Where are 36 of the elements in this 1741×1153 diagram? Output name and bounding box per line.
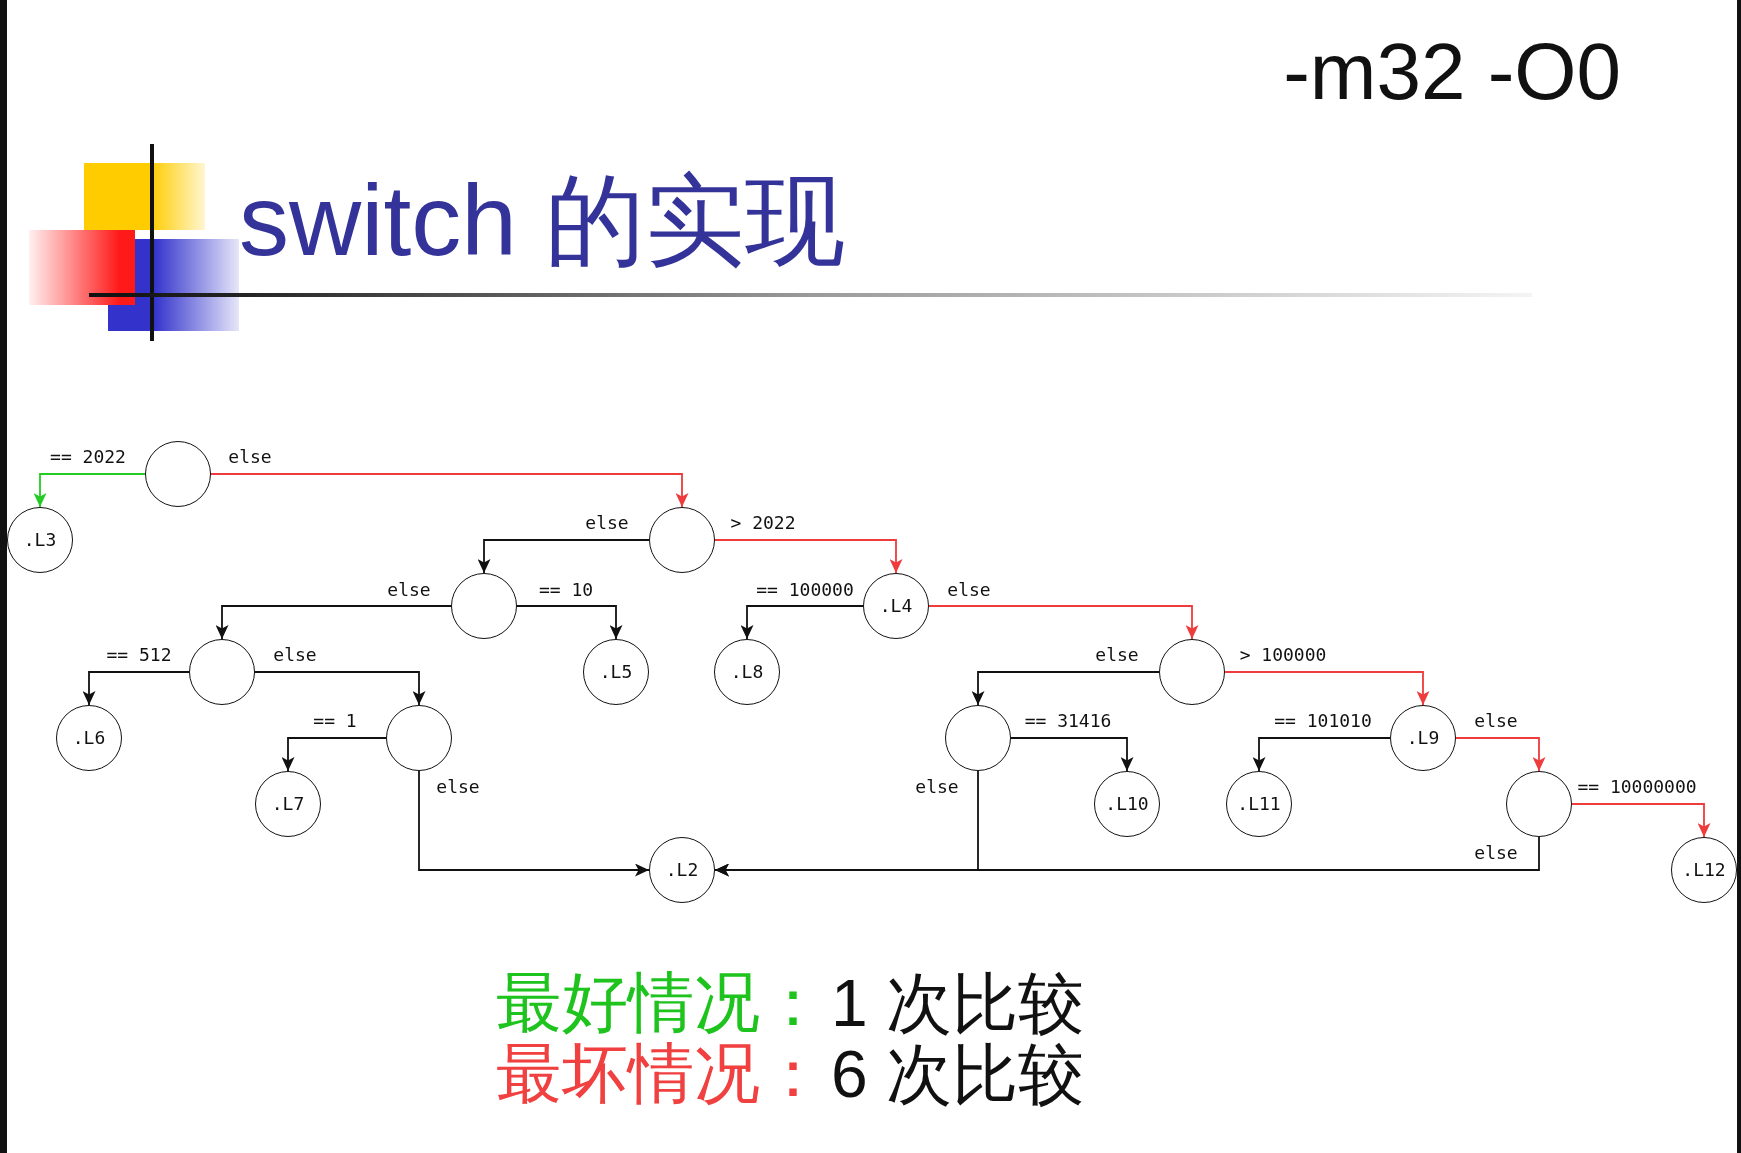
arrow — [714, 539, 903, 574]
arrow — [971, 671, 1160, 706]
circle-node: .L3 — [7, 507, 73, 573]
arrow — [516, 605, 623, 640]
arrow — [210, 473, 689, 508]
corner-note: -m32 -O0 — [1283, 32, 1621, 112]
arrow — [928, 605, 1199, 640]
arrow — [1571, 803, 1711, 838]
arrow — [254, 671, 426, 706]
circle-node: .L7 — [255, 771, 321, 837]
circle-node: .L5 — [583, 639, 649, 705]
arrow — [281, 737, 387, 772]
circle-node: .L11 — [1226, 771, 1292, 837]
slide-title: switch 的实现 — [239, 170, 845, 270]
circle-node: .L12 — [1671, 837, 1737, 903]
arrow — [418, 770, 650, 877]
summary-text: 最坏情况： — [496, 1041, 826, 1107]
circle-node: .L10 — [1094, 771, 1160, 837]
arrow — [1455, 737, 1546, 772]
summary-text: 6 次比较 — [831, 1041, 1085, 1107]
arrow — [714, 836, 1540, 877]
circle-node: .L2 — [649, 837, 715, 903]
arrow — [477, 539, 650, 574]
arrow — [1252, 737, 1391, 772]
circle-node: .L4 — [863, 573, 929, 639]
arrow — [82, 671, 190, 706]
circle-node: .L8 — [714, 639, 780, 705]
circle-node: .L9 — [1390, 705, 1456, 771]
arrow — [1224, 671, 1430, 706]
arrow — [740, 605, 864, 640]
arrow — [215, 605, 452, 640]
summary-text: 最好情况： — [496, 970, 826, 1036]
summary-text: 1 次比较 — [831, 970, 1085, 1036]
circle-node: .L6 — [56, 705, 122, 771]
arrow — [33, 473, 146, 508]
arrow — [1010, 737, 1134, 772]
